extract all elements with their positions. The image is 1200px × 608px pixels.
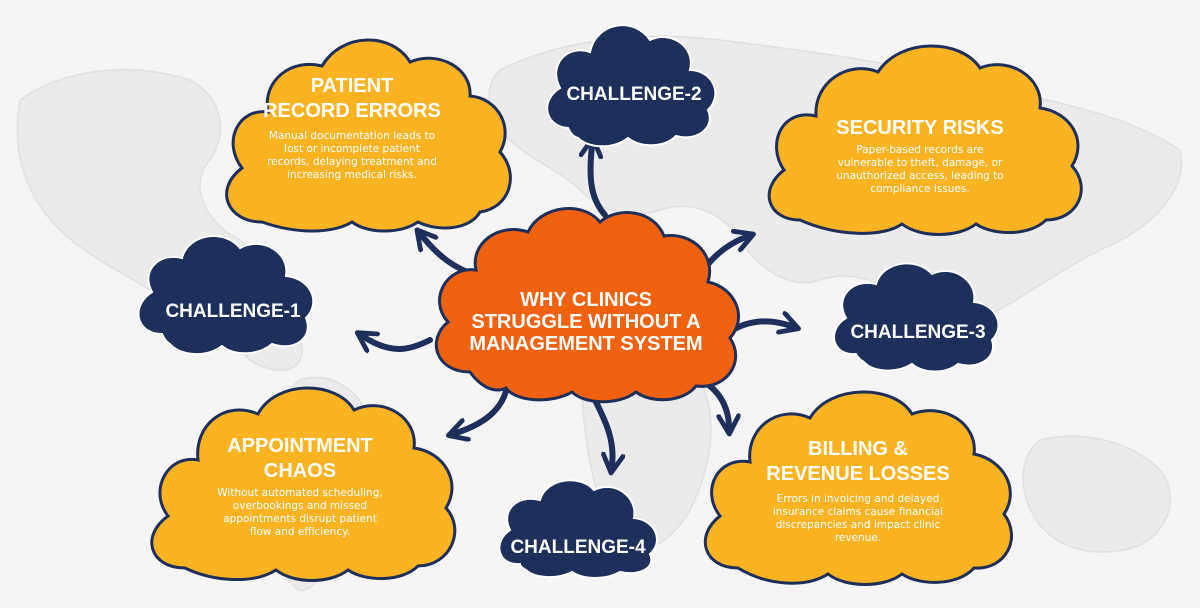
arrow-to-challenge-1 bbox=[364, 337, 433, 349]
detail-body-line: Without automated scheduling, bbox=[217, 487, 382, 499]
cloud-shape bbox=[137, 234, 315, 355]
detail-title-line: APPOINTMENT bbox=[227, 435, 373, 457]
detail-body-line: increasing medical risks. bbox=[287, 169, 417, 181]
cloud-shape bbox=[767, 44, 1083, 236]
detail-body-line: Manual documentation leads to bbox=[269, 130, 435, 142]
svg-text:SECURITY RISKS: SECURITY RISKS bbox=[836, 117, 1003, 139]
challenge-label: CHALLENGE-2 bbox=[566, 84, 701, 105]
svg-text:Without automated scheduling,o: Without automated scheduling,overbooking… bbox=[217, 487, 382, 538]
detail-body-line: overbookings and missed bbox=[233, 500, 367, 512]
cloud-shape bbox=[833, 262, 1000, 373]
challenge-label: CHALLENGE-4 bbox=[510, 537, 646, 558]
detail-cloud-appointment-chaos: APPOINTMENT CHAOS Without automated sched… bbox=[150, 386, 457, 582]
cloud-shape bbox=[434, 207, 740, 404]
challenge-label: CHALLENGE-1 bbox=[165, 301, 301, 322]
detail-body-line: revenue. bbox=[835, 532, 881, 544]
challenge-cloud-3: CHALLENGE-3 bbox=[833, 262, 1000, 373]
detail-title-line: BILLING & bbox=[808, 438, 908, 460]
detail-title-line: PATIENT bbox=[311, 75, 394, 97]
arrow-to-challenge-4 bbox=[592, 397, 613, 465]
detail-body-line: vulnerable to theft, damage, or bbox=[838, 157, 1003, 169]
svg-text:BILLING &REVENUE LOSSES: BILLING & REVENUE LOSSES bbox=[766, 438, 949, 485]
challenge-cloud-2: CHALLENGE-2 bbox=[546, 24, 717, 148]
cloud-shape bbox=[546, 24, 717, 148]
detail-title-line: REVENUE LOSSES bbox=[766, 463, 949, 485]
detail-body-line: Paper-based records are bbox=[856, 144, 983, 156]
arrows bbox=[364, 146, 791, 465]
detail-title-line: RECORD ERRORS bbox=[263, 100, 441, 122]
cloud-shape bbox=[150, 386, 457, 582]
detail-body-line: lost or incomplete patient bbox=[284, 143, 420, 155]
detail-body-line: unauthorized access, leading to bbox=[836, 170, 1003, 182]
detail-body-line: compliance issues. bbox=[870, 183, 969, 195]
center-title-line: WHY CLINICS bbox=[520, 289, 652, 311]
detail-body-line: appointments disrupt patient bbox=[223, 513, 377, 525]
detail-body-line: Errors in invoicing and delayed bbox=[777, 493, 940, 505]
challenge-cloud-4: CHALLENGE-4 bbox=[498, 479, 658, 579]
cloud-shape bbox=[703, 390, 1014, 586]
detail-title-line: CHAOS bbox=[264, 460, 336, 482]
detail-body-line: insurance claims cause financial bbox=[773, 506, 943, 518]
challenge-cloud-1: CHALLENGE-1 bbox=[137, 234, 315, 355]
detail-body-line: flow and efficiency. bbox=[250, 526, 350, 538]
detail-title-line: SECURITY RISKS bbox=[836, 117, 1003, 139]
svg-text:Errors in invoicing and delaye: Errors in invoicing and delayedinsurance… bbox=[773, 493, 943, 544]
center-title-line: MANAGEMENT SYSTEM bbox=[469, 333, 702, 355]
cloud-shape bbox=[225, 38, 512, 233]
center-title-line: STRUGGLE WITHOUT A bbox=[471, 311, 700, 333]
detail-cloud-billing-revenue-losses: BILLING & REVENUE LOSSES Errors in invoic… bbox=[703, 390, 1014, 586]
arrow-to-challenge-2 bbox=[591, 146, 608, 218]
cloud-shape bbox=[498, 479, 658, 579]
detail-body-line: records, delaying treatment and bbox=[267, 156, 437, 168]
challenge-label: CHALLENGE-3 bbox=[850, 322, 985, 343]
detail-body-line: discrepancies and impact clinic bbox=[776, 519, 941, 531]
detail-cloud-patient-record-errors: PATIENT RECORD ERRORS Manual documentatio… bbox=[225, 38, 512, 233]
